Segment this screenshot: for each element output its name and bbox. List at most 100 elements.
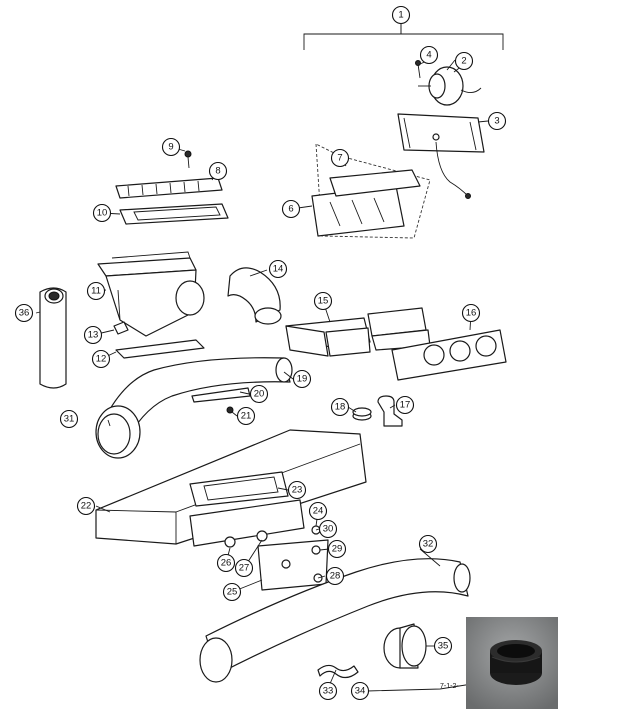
part-33-clip bbox=[317, 664, 359, 679]
callout-20: 20 bbox=[249, 384, 269, 404]
callout-27: 27 bbox=[234, 558, 254, 578]
callout-32: 32 bbox=[418, 534, 438, 554]
part-15-ducts bbox=[285, 307, 431, 357]
svg-text:32: 32 bbox=[423, 539, 434, 550]
svg-text:8: 8 bbox=[215, 166, 220, 177]
callout-7: 7 bbox=[330, 148, 350, 168]
callout-35: 35 bbox=[433, 636, 453, 656]
callout-34: 34 bbox=[350, 681, 370, 701]
svg-text:26: 26 bbox=[221, 558, 232, 569]
callout-13: 13 bbox=[83, 325, 103, 345]
callout-15: 15 bbox=[313, 291, 333, 311]
callout-17: 17 bbox=[395, 395, 415, 415]
callout-21: 21 bbox=[236, 406, 256, 426]
svg-text:3: 3 bbox=[494, 116, 499, 127]
svg-text:12: 12 bbox=[96, 354, 107, 365]
svg-text:30: 30 bbox=[323, 524, 334, 535]
part-34-leader bbox=[366, 683, 473, 692]
callout-14: 14 bbox=[268, 259, 288, 279]
callout-26: 26 bbox=[216, 553, 236, 573]
svg-text:35: 35 bbox=[438, 641, 449, 652]
svg-text:27: 27 bbox=[239, 563, 250, 574]
callout-16: 16 bbox=[461, 303, 481, 323]
part-20-bracket bbox=[191, 387, 251, 403]
callout-2: 2 bbox=[454, 51, 474, 71]
callout-8: 8 bbox=[208, 161, 228, 181]
part-10-seal bbox=[119, 203, 229, 225]
callout-30: 30 bbox=[318, 519, 338, 539]
part-35-sleeve bbox=[383, 623, 427, 669]
part-21-screw bbox=[226, 406, 234, 414]
callout-33: 33 bbox=[318, 681, 338, 701]
callout-24: 24 bbox=[308, 501, 328, 521]
part-9-screw bbox=[184, 150, 192, 169]
part-2-actuator bbox=[418, 65, 482, 106]
part-23-gasket bbox=[189, 471, 289, 507]
part-36-pipe bbox=[39, 287, 67, 389]
group-bracket-1 bbox=[303, 24, 504, 50]
part-13-clip bbox=[113, 321, 129, 335]
callout-23: 23 bbox=[287, 480, 307, 500]
part-19-31-main-hose bbox=[95, 357, 293, 459]
svg-text:9: 9 bbox=[168, 142, 173, 153]
svg-text:24: 24 bbox=[313, 506, 324, 517]
svg-text:16: 16 bbox=[466, 308, 477, 319]
svg-text:36: 36 bbox=[19, 308, 30, 319]
callout-12: 12 bbox=[91, 349, 111, 369]
svg-text:34: 34 bbox=[355, 686, 366, 697]
part-17-nozzle bbox=[377, 395, 403, 427]
svg-text:29: 29 bbox=[332, 544, 343, 555]
part-8-grille bbox=[115, 177, 223, 199]
svg-text:31: 31 bbox=[64, 414, 75, 425]
svg-text:23: 23 bbox=[292, 485, 303, 496]
callout-25: 25 bbox=[222, 582, 242, 602]
callout-4: 4 bbox=[419, 45, 439, 65]
svg-text:1: 1 bbox=[398, 10, 403, 21]
callout-29: 29 bbox=[327, 539, 347, 559]
part-3-flap-housing bbox=[397, 113, 485, 199]
callout-31: 31 bbox=[59, 409, 79, 429]
callout-1: 1 bbox=[391, 5, 411, 25]
part-16-outlet-grille bbox=[391, 329, 507, 381]
svg-text:11: 11 bbox=[91, 286, 101, 297]
callout-22: 22 bbox=[76, 496, 96, 516]
part-18-ring bbox=[352, 407, 372, 421]
callout-28: 28 bbox=[325, 566, 345, 586]
svg-text:20: 20 bbox=[254, 389, 265, 400]
svg-text:25: 25 bbox=[227, 587, 238, 598]
part-25-mount bbox=[257, 539, 329, 591]
svg-text:22: 22 bbox=[81, 501, 92, 512]
svg-text:2: 2 bbox=[461, 56, 466, 67]
rubber-sleeve-icon bbox=[466, 617, 558, 709]
callout-6: 6 bbox=[281, 199, 301, 219]
svg-text:13: 13 bbox=[88, 330, 99, 341]
callout-19: 19 bbox=[292, 369, 312, 389]
svg-text:33: 33 bbox=[323, 686, 334, 697]
callout-11: 11 bbox=[86, 281, 106, 301]
sleeve-photo bbox=[466, 617, 558, 709]
svg-text:4: 4 bbox=[426, 50, 431, 61]
part-4-screw bbox=[415, 60, 421, 79]
svg-text:6: 6 bbox=[288, 204, 293, 215]
svg-text:10: 10 bbox=[97, 208, 108, 219]
callout-18: 18 bbox=[330, 397, 350, 417]
part-14-elbow bbox=[227, 267, 282, 325]
svg-text:15: 15 bbox=[318, 296, 329, 307]
callout-3: 3 bbox=[487, 111, 507, 131]
part-32-long-hose bbox=[199, 558, 471, 683]
photo-caption: 7-1-2- bbox=[440, 683, 459, 690]
svg-text:19: 19 bbox=[297, 374, 308, 385]
callout-10: 10 bbox=[92, 203, 112, 223]
part-12-gasket bbox=[115, 339, 205, 359]
callout-9: 9 bbox=[161, 137, 181, 157]
part-11-inlet-housing bbox=[97, 251, 205, 337]
callout-36: 36 bbox=[14, 303, 34, 323]
svg-text:17: 17 bbox=[400, 400, 411, 411]
part-6-7-heater-box bbox=[311, 143, 431, 239]
svg-text:14: 14 bbox=[273, 264, 284, 275]
svg-text:28: 28 bbox=[330, 571, 341, 582]
svg-text:7: 7 bbox=[337, 153, 342, 164]
svg-text:21: 21 bbox=[241, 411, 252, 422]
svg-text:18: 18 bbox=[335, 402, 346, 413]
